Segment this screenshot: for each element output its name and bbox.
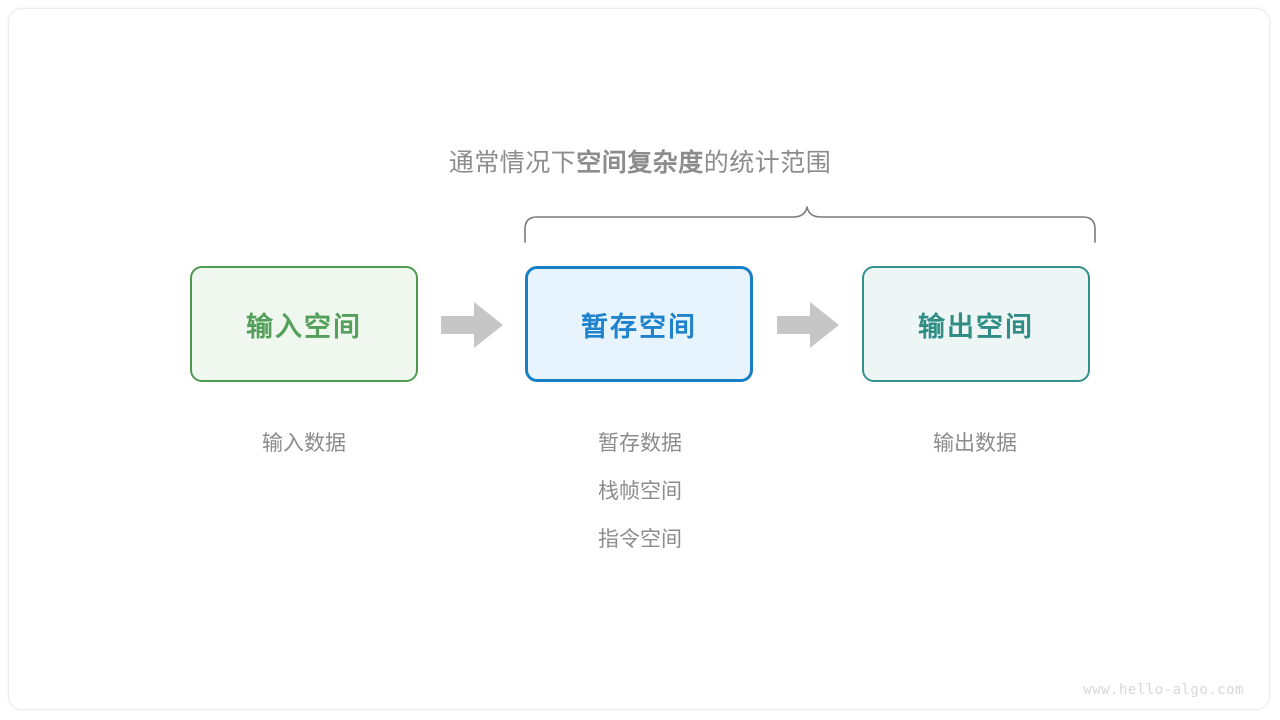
annotation-line: 栈帧空间 (598, 480, 682, 503)
right-arrow-icon (441, 302, 503, 348)
annotation-line: 暂存数据 (598, 432, 682, 455)
box-output-space: 输出空间 (862, 266, 1090, 382)
box-output-space-label: 输出空间 (918, 311, 1034, 342)
right-arrow-icon (777, 302, 839, 348)
buffer-annotations: 暂存数据 栈帧空间 指令空间 (490, 420, 790, 564)
caption-suffix: 的统计范围 (703, 149, 832, 177)
brace-icon (524, 206, 1096, 243)
box-buffer-space: 暂存空间 (525, 266, 753, 382)
caption-emphasis: 空间复杂度 (576, 149, 704, 177)
arrow-buffer-to-output (777, 302, 839, 348)
box-input-space-label: 输入空间 (246, 311, 362, 342)
annotation-line: 输入数据 (262, 432, 346, 455)
output-annotations: 输出数据 (825, 420, 1125, 468)
diagram-caption: 通常情况下空间复杂度的统计范围 (0, 145, 1280, 181)
input-annotations: 输入数据 (154, 420, 454, 468)
caption-prefix: 通常情况下 (448, 149, 577, 177)
annotation-line: 指令空间 (598, 528, 682, 551)
box-input-space: 输入空间 (190, 266, 418, 382)
watermark: www.hello-algo.com (1083, 682, 1244, 698)
arrow-input-to-buffer (441, 302, 503, 348)
annotation-line: 输出数据 (933, 432, 1017, 455)
box-buffer-space-label: 暂存空间 (581, 311, 697, 342)
statistical-scope-brace (505, 195, 1115, 255)
